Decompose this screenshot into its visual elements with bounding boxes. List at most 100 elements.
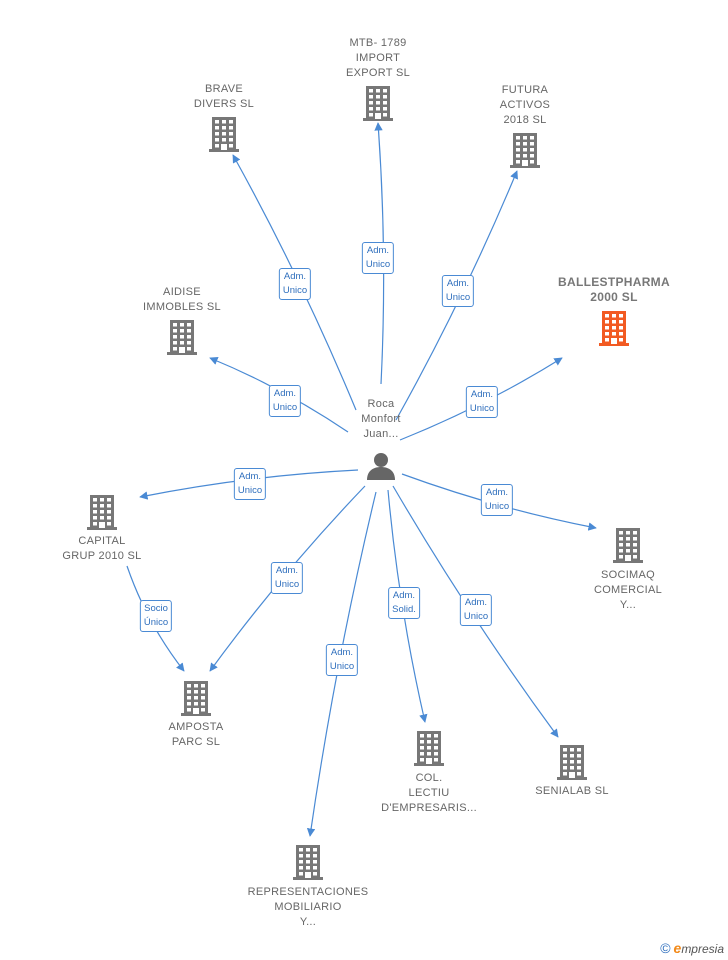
company-name-mtb-line: MTB- 1789 <box>349 37 407 49</box>
building-icon <box>181 681 211 716</box>
company-node-futura[interactable] <box>510 132 540 173</box>
building-icon <box>510 133 540 168</box>
edge-label-mtb-line: Adm. <box>366 245 390 256</box>
edge-label-capital: Adm. Unico <box>233 468 267 500</box>
footer-brand: ©empresia <box>660 940 724 956</box>
company-name-futura-line: ACTIVOS <box>499 99 551 111</box>
edge-label-socimaq-line: Unico <box>484 501 510 512</box>
edge-label-ballest: Adm. Unico <box>465 386 499 418</box>
edge-label-socimaq-line: Adm. <box>485 487 509 498</box>
company-name-brave-line: DIVERS SL <box>193 98 255 110</box>
edge-label-ballest-line: Unico <box>469 403 495 414</box>
person-icon <box>367 453 395 480</box>
edge-label-aidise-line: Adm. <box>273 388 297 399</box>
company-name-ballest-line: 2000 SL <box>590 290 638 304</box>
brand-name: mpresia <box>681 942 724 956</box>
person-name-line: Juan... <box>363 428 399 440</box>
edge-label-amposta: Adm. Unico <box>270 562 304 594</box>
edge-label-amposta-line: Unico <box>274 579 300 590</box>
edge-label-repr: Adm. Unico <box>325 644 359 676</box>
company-name-aidise-line: IMMOBLES SL <box>143 301 221 313</box>
company-name-socimaq-line: Y... <box>619 599 637 611</box>
company-name-capital[interactable]: CAPITAL GRUP 2010 SL <box>62 534 141 564</box>
edge-label-capital-line: Adm. <box>238 471 262 482</box>
company-name-futura-line: 2018 SL <box>503 114 547 126</box>
building-icon <box>293 845 323 880</box>
building-icon <box>167 320 197 355</box>
edge-label-repr-line: Unico <box>329 661 355 672</box>
company-node-ballest[interactable] <box>599 310 629 351</box>
edge-label-senialab-line: Unico <box>463 611 489 622</box>
company-name-col-line: D'EMPRESARIS... <box>381 802 477 814</box>
person-name-line: Roca <box>367 398 395 410</box>
edge-label-futura: Adm. Unico <box>441 275 475 307</box>
building-icon <box>363 86 393 121</box>
edge-label-amposta-line: Socio <box>144 603 168 614</box>
edge-label-senialab-line: Adm. <box>464 597 488 608</box>
building-icon <box>613 528 643 563</box>
edge-label-amposta-line: Adm. <box>275 565 299 576</box>
company-name-amposta-line: AMPOSTA <box>168 721 224 733</box>
company-node-brave[interactable] <box>209 116 239 157</box>
company-node-repr[interactable] <box>293 844 323 885</box>
company-name-aidise-line: AIDISE <box>163 286 201 298</box>
edge-label-socimaq: Adm. Unico <box>480 484 514 516</box>
company-name-repr-line: Y... <box>299 916 317 928</box>
company-name-capital-line: CAPITAL <box>78 535 126 547</box>
edge-label-brave-line: Unico <box>282 285 308 296</box>
company-name-senialab-line: SENIALAB SL <box>535 785 609 797</box>
building-icon <box>599 311 629 346</box>
company-name-socimaq-line: SOCIMAQ <box>600 569 656 581</box>
person-name-line: Monfort <box>361 413 401 425</box>
company-name-senialab[interactable]: SENIALAB SL <box>535 784 609 799</box>
edge-label-futura-line: Unico <box>445 292 471 303</box>
company-name-col-line: LECTIU <box>408 787 450 799</box>
edge-label-brave: Adm. Unico <box>278 268 312 300</box>
edge-label-senialab: Adm. Unico <box>459 594 493 626</box>
company-name-capital-line: GRUP 2010 SL <box>62 550 142 562</box>
company-name-socimaq[interactable]: SOCIMAQ COMERCIAL Y... <box>594 568 662 613</box>
company-name-aidise[interactable]: AIDISE IMMOBLES SL <box>143 285 221 315</box>
company-node-col[interactable] <box>414 730 444 771</box>
company-node-amposta[interactable] <box>181 680 211 721</box>
company-name-amposta-line: PARC SL <box>171 736 221 748</box>
company-name-repr-line: REPRESENTACIONES <box>247 886 369 898</box>
building-icon <box>209 117 239 152</box>
company-name-repr[interactable]: REPRESENTACIONES MOBILIARIO Y... <box>248 885 369 930</box>
edge-label-brave-line: Adm. <box>283 271 307 282</box>
edge-label-mtb: Adm. Unico <box>361 242 395 274</box>
company-node-mtb[interactable] <box>363 85 393 126</box>
company-name-amposta[interactable]: AMPOSTA PARC SL <box>168 720 223 750</box>
company-name-mtb-line: EXPORT SL <box>345 67 411 79</box>
company-name-mtb-line: IMPORT <box>355 52 401 64</box>
edge-label-repr-line: Adm. <box>330 647 354 658</box>
edge-label-amposta-line: Único <box>143 617 169 628</box>
edge-label-futura-line: Adm. <box>446 278 470 289</box>
company-name-futura-line: FUTURA <box>501 84 549 96</box>
company-node-socimaq[interactable] <box>613 527 643 568</box>
company-name-socimaq-line: COMERCIAL <box>593 584 663 596</box>
person-node[interactable] <box>366 451 396 486</box>
edge-label-aidise-line: Unico <box>272 402 298 413</box>
edge-label-col: Adm.Solid. <box>388 587 420 619</box>
building-icon <box>87 495 117 530</box>
company-name-brave-line: BRAVE <box>205 83 243 95</box>
edge-label-capital-line: Unico <box>237 485 263 496</box>
company-node-capital[interactable] <box>87 494 117 535</box>
company-node-senialab[interactable] <box>557 744 587 785</box>
company-name-futura[interactable]: FUTURA ACTIVOS 2018 SL <box>500 83 550 128</box>
edge-label-ballest-line: Adm. <box>470 389 494 400</box>
edge-label-mtb-line: Unico <box>365 259 391 270</box>
edge-label-aidise: Adm. Unico <box>268 385 302 417</box>
company-name-brave[interactable]: BRAVE DIVERS SL <box>194 82 254 112</box>
company-name-col[interactable]: COL. LECTIU D'EMPRESARIS... <box>381 771 477 816</box>
copyright-symbol: © <box>660 940 671 956</box>
company-node-aidise[interactable] <box>167 319 197 360</box>
company-name-col-line: COL. <box>415 772 443 784</box>
company-name-repr-line: MOBILIARIO <box>274 901 342 913</box>
edge-label-col-line: Adm. <box>392 590 416 601</box>
